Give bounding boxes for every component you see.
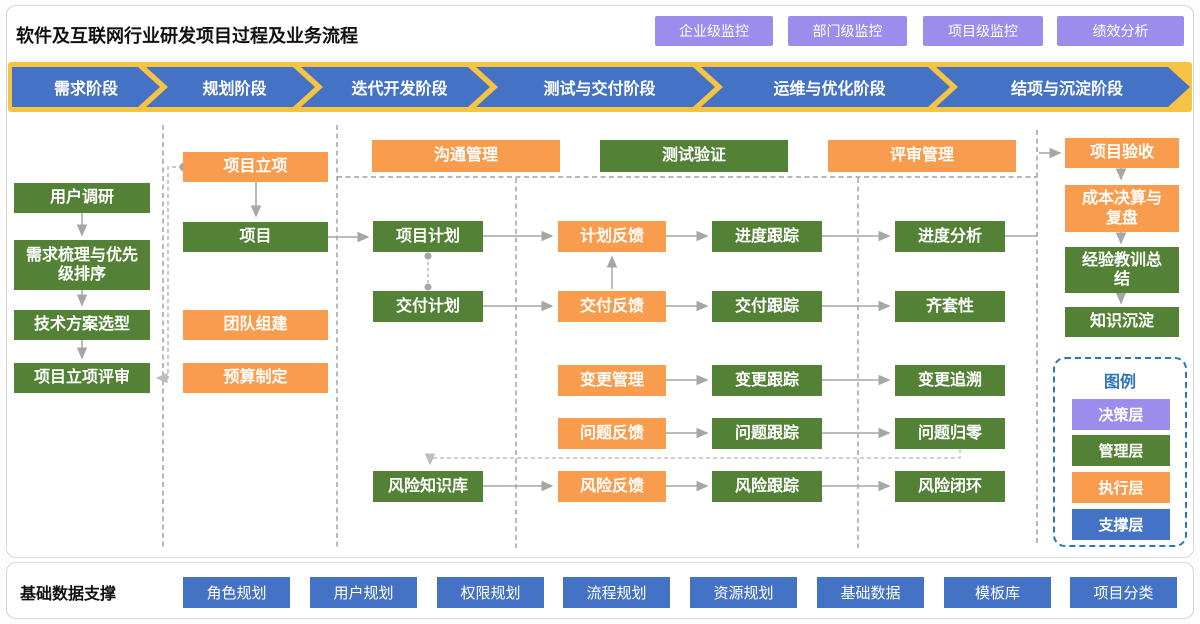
- node-project-initiation[interactable]: 项目立项: [183, 152, 328, 182]
- node-plan-feedback[interactable]: 计划反馈: [558, 221, 666, 252]
- node-progress-tracking[interactable]: 进度跟踪: [712, 221, 822, 252]
- header-test-verification[interactable]: 测试验证: [600, 140, 788, 172]
- node-budgeting[interactable]: 预算制定: [183, 363, 328, 393]
- node-risk-feedback[interactable]: 风险反馈: [558, 471, 666, 502]
- node-project-acceptance[interactable]: 项目验收: [1065, 138, 1179, 168]
- node-user-research[interactable]: 用户调研: [14, 183, 150, 213]
- legend: 图例 决策层 管理层 执行层 支撑层: [1053, 357, 1187, 547]
- node-delivery-feedback[interactable]: 交付反馈: [558, 291, 666, 322]
- department-monitor-button[interactable]: 部门级监控: [788, 16, 907, 46]
- template-library-button[interactable]: 模板库: [944, 577, 1051, 608]
- permission-planning-button[interactable]: 权限规划: [437, 577, 544, 608]
- phase-closure[interactable]: 结项与沉淀阶段: [936, 67, 1190, 107]
- phase-requirement[interactable]: 需求阶段: [12, 67, 160, 107]
- node-delivery-plan[interactable]: 交付计划: [373, 291, 483, 322]
- user-planning-button[interactable]: 用户规划: [310, 577, 417, 608]
- node-project[interactable]: 项目: [183, 222, 328, 252]
- node-change-mgmt[interactable]: 变更管理: [558, 365, 666, 396]
- page-title: 软件及互联网行业研发项目过程及业务流程: [16, 26, 358, 46]
- process-planning-button[interactable]: 流程规划: [563, 577, 670, 608]
- node-knowledge-deposit[interactable]: 知识沉淀: [1065, 307, 1179, 337]
- node-change-tracking[interactable]: 变更跟踪: [712, 365, 822, 396]
- phase-planning[interactable]: 规划阶段: [146, 67, 315, 107]
- node-lessons-learned[interactable]: 经验教训总结: [1065, 247, 1179, 293]
- phase-banner: 需求阶段 规划阶段 迭代开发阶段 测试与交付阶段 运维与优化阶段 结项与沉淀阶段: [8, 62, 1192, 112]
- node-completeness[interactable]: 齐套性: [895, 291, 1005, 322]
- phase-iterative-dev[interactable]: 迭代开发阶段: [301, 67, 490, 107]
- node-cost-settlement-review[interactable]: 成本决算与复盘: [1065, 185, 1179, 232]
- node-requirement-sorting[interactable]: 需求梳理与优先级排序: [14, 240, 150, 290]
- node-issue-tracking[interactable]: 问题跟踪: [712, 418, 822, 449]
- node-initiation-review[interactable]: 项目立项评审: [14, 363, 150, 393]
- resource-planning-button[interactable]: 资源规划: [690, 577, 797, 608]
- legend-item-support-layer: 支撑层: [1072, 509, 1170, 540]
- node-project-plan[interactable]: 项目计划: [373, 221, 483, 252]
- node-risk-knowledge-base[interactable]: 风险知识库: [373, 471, 483, 502]
- node-tech-selection[interactable]: 技术方案选型: [14, 310, 150, 340]
- node-team-building[interactable]: 团队组建: [183, 310, 328, 340]
- phase-ops-optimize[interactable]: 运维与优化阶段: [701, 67, 950, 107]
- base-data-support-label: 基础数据支撑: [20, 586, 117, 603]
- legend-title: 图例: [1103, 374, 1136, 391]
- node-issue-feedback[interactable]: 问题反馈: [558, 418, 666, 449]
- project-category-button[interactable]: 项目分类: [1070, 577, 1177, 608]
- node-risk-tracking[interactable]: 风险跟踪: [712, 471, 822, 502]
- node-change-traceability[interactable]: 变更追溯: [895, 365, 1005, 396]
- base-data-button[interactable]: 基础数据: [817, 577, 924, 608]
- node-issue-closure[interactable]: 问题归零: [895, 418, 1005, 449]
- phase-test-delivery[interactable]: 测试与交付阶段: [476, 67, 715, 107]
- node-progress-analysis[interactable]: 进度分析: [895, 221, 1005, 252]
- header-communication-mgmt[interactable]: 沟通管理: [372, 140, 560, 172]
- legend-item-decision-layer: 决策层: [1072, 399, 1170, 430]
- performance-analysis-button[interactable]: 绩效分析: [1057, 16, 1184, 46]
- project-monitor-button[interactable]: 项目级监控: [923, 16, 1043, 46]
- role-planning-button[interactable]: 角色规划: [183, 577, 290, 608]
- enterprise-monitor-button[interactable]: 企业级监控: [655, 16, 773, 46]
- header-review-mgmt[interactable]: 评审管理: [828, 140, 1016, 172]
- legend-item-management-layer: 管理层: [1072, 435, 1170, 466]
- legend-item-execution-layer: 执行层: [1072, 472, 1170, 503]
- node-risk-closed-loop[interactable]: 风险闭环: [895, 471, 1005, 502]
- node-delivery-tracking[interactable]: 交付跟踪: [712, 291, 822, 322]
